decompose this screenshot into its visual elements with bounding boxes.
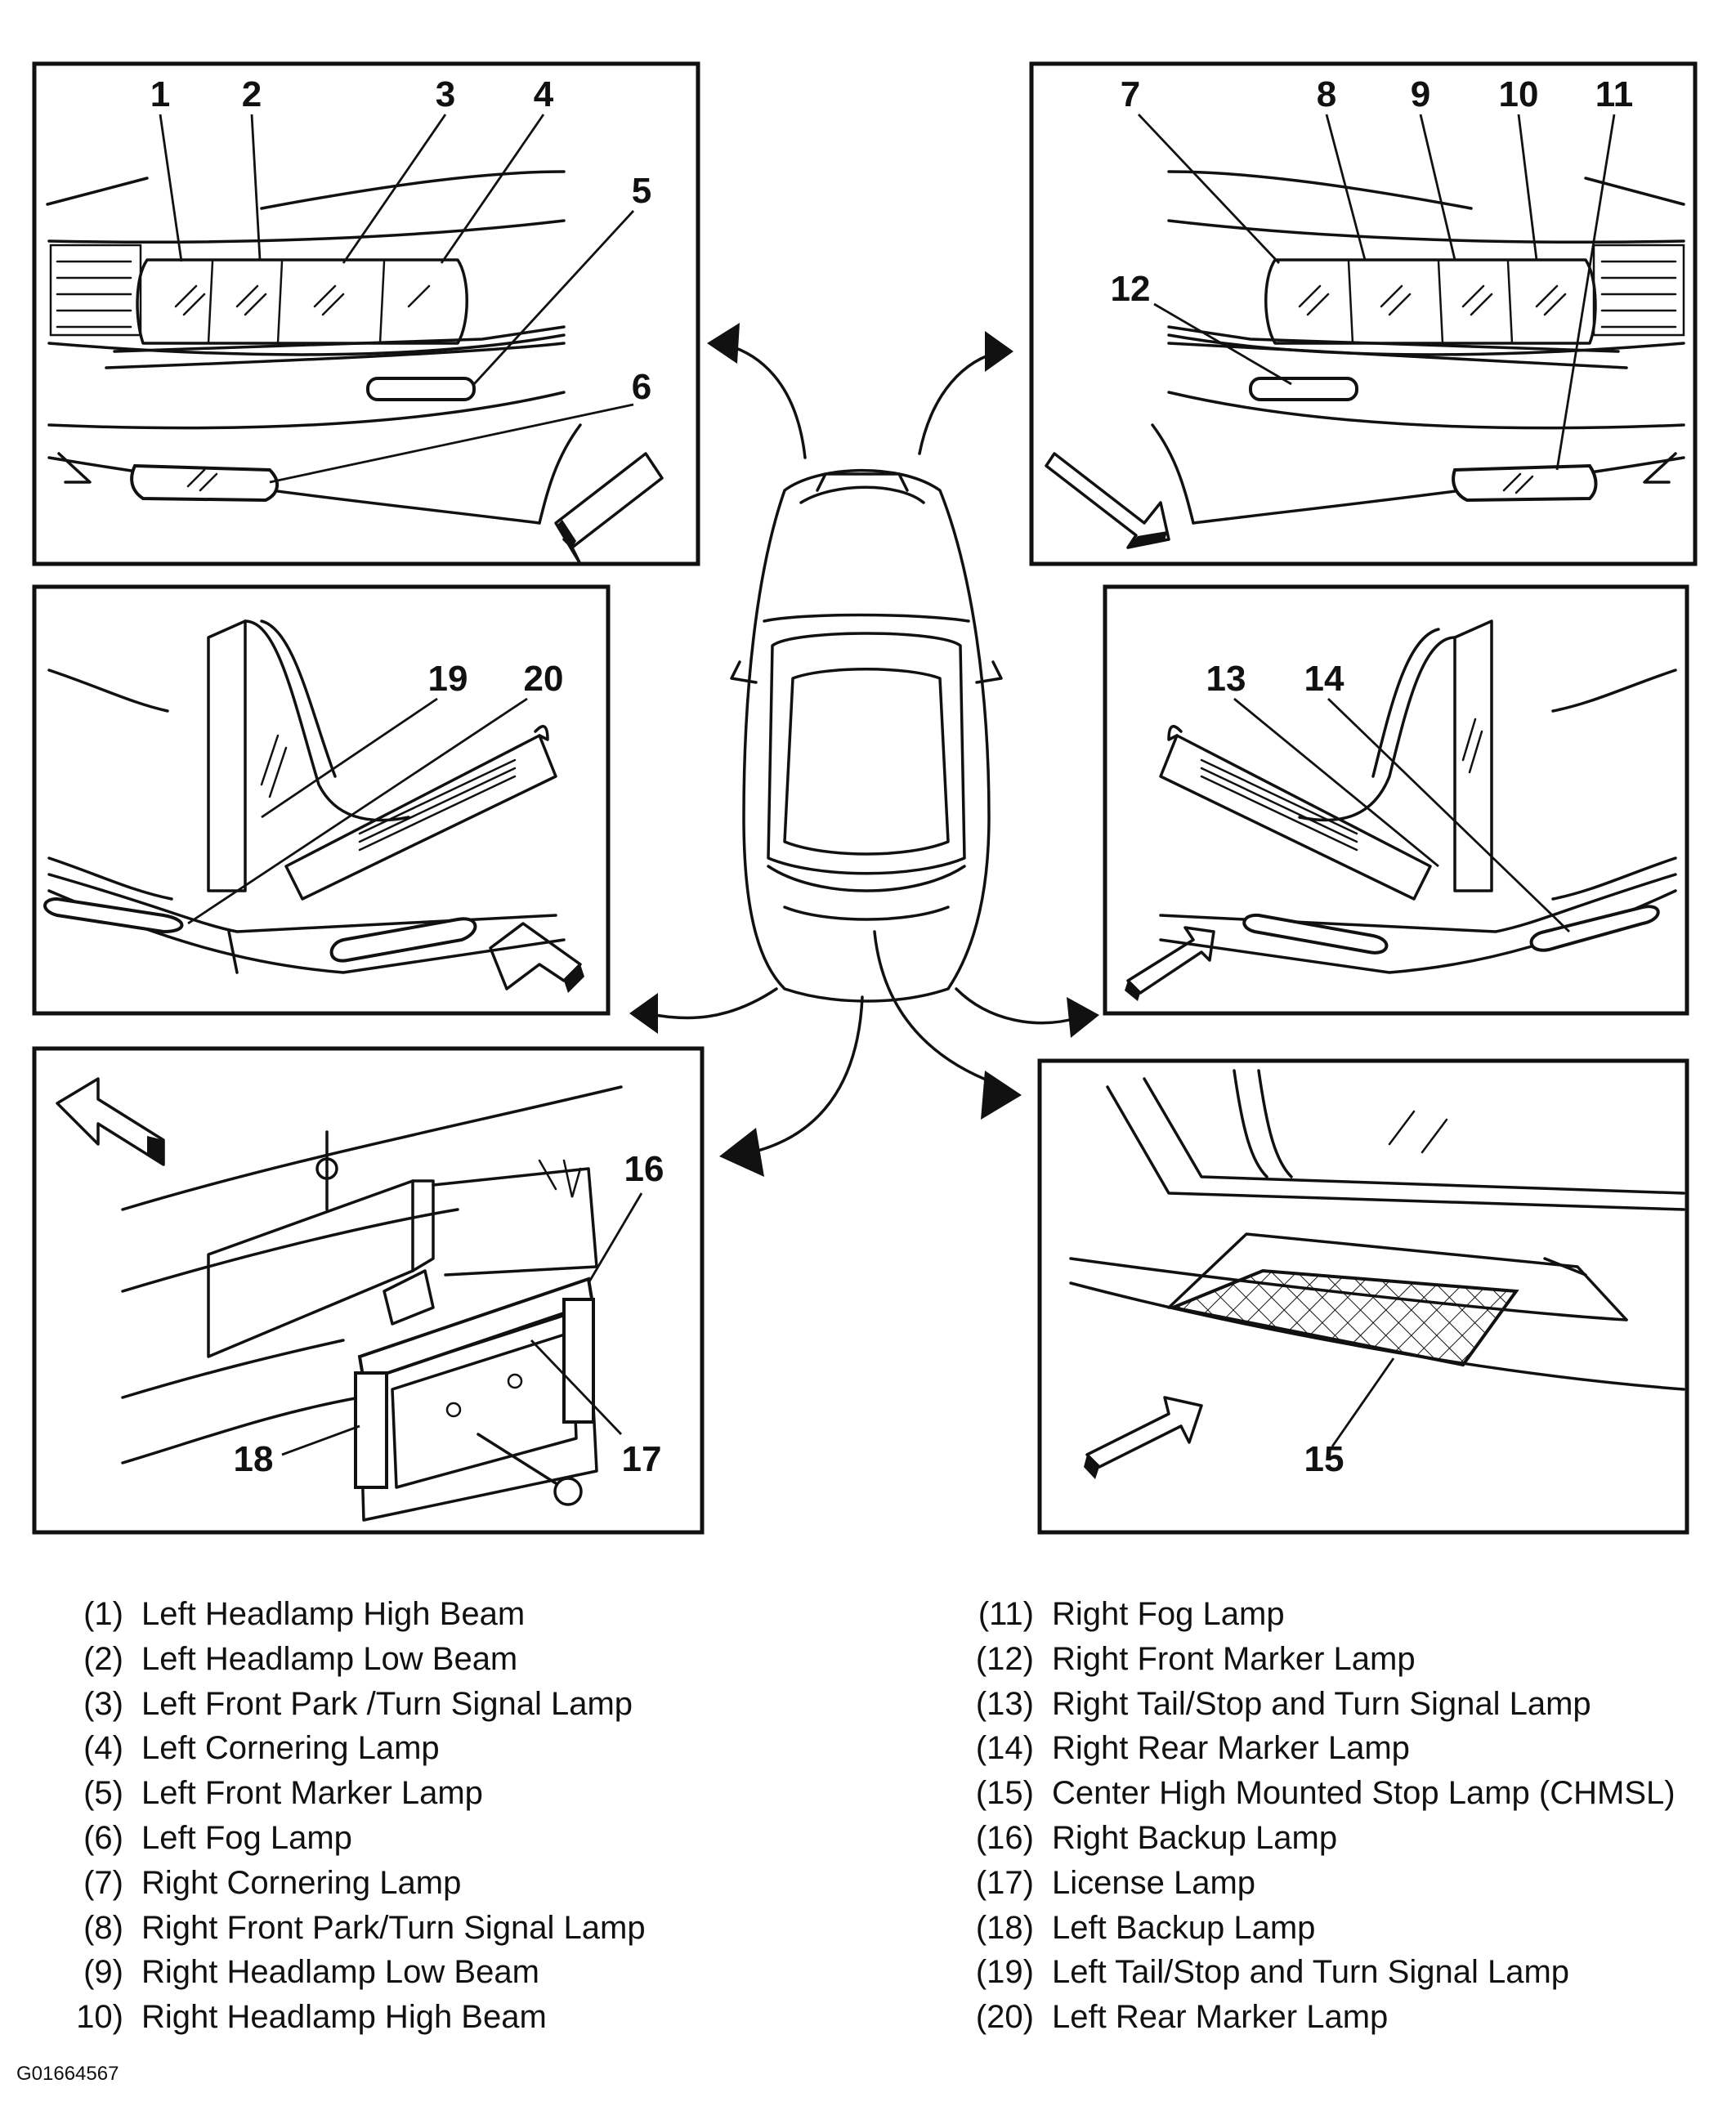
legend-number: (20) xyxy=(975,1999,1034,2036)
legend-item: (19) Left Tail/Stop and Turn Signal Lamp xyxy=(956,1950,1676,1995)
legend-item: (17) License Lamp xyxy=(956,1861,1676,1906)
legend-item: (12) Right Front Marker Lamp xyxy=(956,1637,1676,1682)
callout-17: 17 xyxy=(622,1439,662,1479)
callout-18: 18 xyxy=(234,1439,274,1479)
callout-4: 4 xyxy=(534,74,554,114)
legend-label: Right Backup Lamp xyxy=(1052,1819,1338,1856)
callout-15: 15 xyxy=(1304,1439,1345,1479)
legend-item: (3) Left Front Park /Turn Signal Lamp xyxy=(47,1682,646,1727)
legend-number: (9) xyxy=(83,1954,123,1991)
legend-label: Right Headlamp High Beam xyxy=(141,1999,547,2036)
callout-1: 1 xyxy=(150,74,170,114)
panel-right-rear xyxy=(1103,584,1689,1016)
legend-label: Right Headlamp Low Beam xyxy=(141,1954,539,1991)
legend-number: (19) xyxy=(975,1954,1034,1991)
legend-label: Left Cornering Lamp xyxy=(141,1730,440,1767)
legend-label: Right Tail/Stop and Turn Signal Lamp xyxy=(1052,1685,1591,1722)
legend-label: Right Rear Marker Lamp xyxy=(1052,1730,1410,1767)
callout-7: 7 xyxy=(1121,74,1140,114)
chmsl-lamp xyxy=(1167,1268,1519,1367)
legend-item: (9) Right Headlamp Low Beam xyxy=(47,1950,646,1995)
callout-8: 8 xyxy=(1317,74,1336,114)
legend-number: (4) xyxy=(83,1730,123,1767)
legend-number: (7) xyxy=(83,1864,123,1901)
callout-12: 12 xyxy=(1111,269,1151,309)
callout-14: 14 xyxy=(1304,659,1345,699)
legend-label: Left Front Park /Turn Signal Lamp xyxy=(141,1685,633,1722)
callout-16: 16 xyxy=(624,1149,664,1189)
callout-2: 2 xyxy=(242,74,262,114)
legend-number: (18) xyxy=(975,1909,1034,1946)
legend-number: (6) xyxy=(83,1819,123,1856)
legend-number: (12) xyxy=(975,1640,1034,1677)
legend-label: Center High Mounted Stop Lamp (CHMSL) xyxy=(1052,1775,1676,1812)
legend-number: (14) xyxy=(975,1730,1034,1767)
panel-left-front xyxy=(32,61,700,566)
legend-item: (8) Right Front Park/Turn Signal Lamp xyxy=(47,1906,646,1951)
legend-item: 10) Right Headlamp High Beam xyxy=(47,1995,646,2040)
legend-label: Left Headlamp High Beam xyxy=(141,1596,526,1632)
legend-item: (7) Right Cornering Lamp xyxy=(47,1861,646,1906)
legend-number: (11) xyxy=(978,1596,1034,1632)
panel-left-rear xyxy=(32,584,611,1016)
legend-label: Left Front Marker Lamp xyxy=(141,1775,483,1812)
legend-number: (16) xyxy=(975,1819,1034,1856)
callout-20: 20 xyxy=(524,659,564,699)
legend-label: Right Front Marker Lamp xyxy=(1052,1640,1416,1677)
legend-item: (11) Right Fog Lamp xyxy=(956,1592,1676,1637)
callout-labels: 1 2 3 4 5 6 7 8 9 10 11 12 13 14 15 16 1… xyxy=(150,74,1634,1479)
legend-item: (6) Left Fog Lamp xyxy=(47,1816,646,1861)
callout-19: 19 xyxy=(428,659,468,699)
callout-11: 11 xyxy=(1595,74,1634,114)
car-top-view xyxy=(629,323,1099,1177)
callout-9: 9 xyxy=(1411,74,1430,114)
legend-label: Left Headlamp Low Beam xyxy=(141,1640,518,1677)
panel-rear-license xyxy=(32,1046,705,1535)
legend-item: (14) Right Rear Marker Lamp xyxy=(956,1726,1676,1771)
legend-item: (2) Left Headlamp Low Beam xyxy=(47,1637,646,1682)
grille xyxy=(49,244,142,337)
legend-label: Left Tail/Stop and Turn Signal Lamp xyxy=(1052,1954,1570,1991)
legend-label: Left Rear Marker Lamp xyxy=(1052,1999,1389,2036)
legend-item: (5) Left Front Marker Lamp xyxy=(47,1771,646,1816)
figure-id: G01664567 xyxy=(16,2063,119,2085)
legend-item: (4) Left Cornering Lamp xyxy=(47,1726,646,1771)
legend-item: (20) Left Rear Marker Lamp xyxy=(956,1995,1676,2040)
panel-right-front xyxy=(1029,61,1698,566)
legend-number: (17) xyxy=(975,1864,1034,1901)
legend-item: (16) Right Backup Lamp xyxy=(956,1816,1676,1861)
callout-6: 6 xyxy=(632,367,651,407)
legend-number: (2) xyxy=(83,1640,123,1677)
legend-number: (15) xyxy=(975,1775,1034,1812)
legend-number: (13) xyxy=(975,1685,1034,1722)
legend-label: License Lamp xyxy=(1052,1864,1256,1901)
callout-3: 3 xyxy=(436,74,455,114)
panel-chmsl xyxy=(1037,1058,1689,1535)
legend-number: (3) xyxy=(83,1685,123,1722)
legend-label: Left Fog Lamp xyxy=(141,1819,352,1856)
legend-right: (11) Right Fog Lamp (12) Right Front Marke… xyxy=(956,1592,1676,2040)
legend-label: Left Backup Lamp xyxy=(1052,1909,1316,1946)
legend-number: 10) xyxy=(76,1999,123,2036)
legend-label: Right Front Park/Turn Signal Lamp xyxy=(141,1909,646,1946)
legend-item: (15) Center High Mounted Stop Lamp (CHMSL… xyxy=(956,1771,1676,1816)
legend-left: (1) Left Headlamp High Beam (2) Left Headl… xyxy=(47,1592,646,2040)
legend-number: (8) xyxy=(83,1909,123,1946)
callout-10: 10 xyxy=(1499,74,1539,114)
legend-label: Right Fog Lamp xyxy=(1052,1596,1285,1632)
callout-13: 13 xyxy=(1206,659,1246,699)
legend-number: (5) xyxy=(83,1775,123,1812)
legend-item: (1) Left Headlamp High Beam xyxy=(47,1592,646,1637)
legend-item: (13) Right Tail/Stop and Turn Signal Lamp xyxy=(956,1682,1676,1727)
legend-item: (18) Left Backup Lamp xyxy=(956,1906,1676,1951)
legend-label: Right Cornering Lamp xyxy=(141,1864,462,1901)
legend-number: (1) xyxy=(83,1596,123,1632)
callout-5: 5 xyxy=(632,171,651,211)
